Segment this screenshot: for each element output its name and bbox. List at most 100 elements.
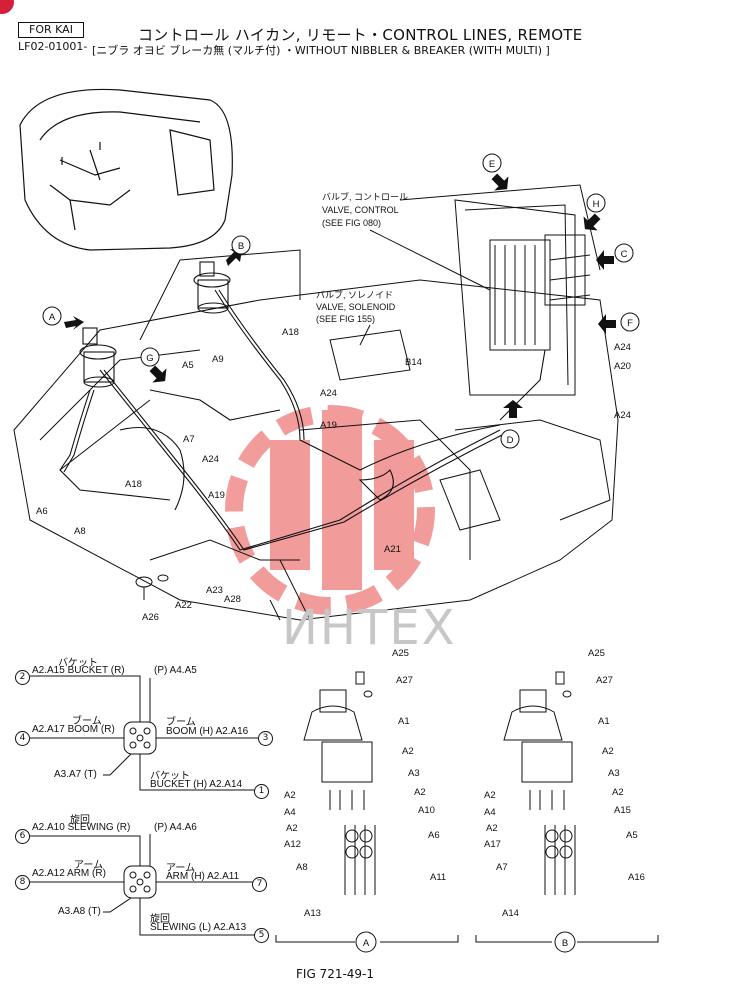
valve-solenoid-ref: (SEE FIG 155)	[316, 314, 375, 324]
svg-text:A6: A6	[428, 830, 440, 841]
pattern2-p6-jp: 旋回	[70, 815, 90, 826]
joystick-left	[79, 327, 117, 388]
detail-label-a: A	[363, 938, 370, 949]
leader-valve-control	[369, 229, 491, 291]
svg-text:C: C	[621, 249, 628, 260]
view-markers: A B G E H C F D	[42, 153, 640, 449]
svg-text:F: F	[627, 318, 633, 329]
svg-text:A2: A2	[612, 787, 624, 798]
svg-text:A25: A25	[392, 648, 409, 659]
label-a24d: A24	[614, 410, 631, 421]
pattern2-connector	[30, 834, 258, 936]
svg-text:A13: A13	[304, 908, 321, 919]
bolt-washer	[135, 574, 169, 600]
svg-text:A27: A27	[396, 675, 413, 686]
svg-text:A: A	[49, 312, 56, 323]
valve-control-en: VALVE, CONTROL	[322, 205, 399, 215]
pattern2-num-6: 6	[15, 829, 30, 844]
label-a8: A8	[74, 526, 86, 537]
control-valve	[489, 234, 591, 351]
view-marker-c: C	[614, 243, 634, 263]
pattern1-pilot: (P) A4.A5	[154, 665, 197, 676]
pattern1-num-4: 4	[15, 731, 30, 746]
svg-text:A2: A2	[402, 746, 414, 757]
label-a7: A7	[183, 434, 195, 445]
label-a6: A6	[36, 506, 48, 517]
svg-text:G: G	[146, 353, 153, 364]
pattern2-p8-jp: アーム	[74, 860, 104, 871]
label-a23: A23	[206, 585, 223, 596]
view-marker-d: D	[500, 429, 520, 449]
svg-text:A12: A12	[284, 839, 301, 850]
svg-text:A7: A7	[496, 862, 508, 873]
svg-text:A3: A3	[608, 768, 620, 779]
svg-text:A16: A16	[628, 872, 645, 883]
view-marker-b: B	[231, 235, 251, 255]
label-a26: A26	[142, 612, 159, 623]
label-a18b: A18	[125, 479, 142, 490]
pattern2-num-8: 8	[15, 875, 30, 890]
detail-label-b: B	[562, 938, 568, 949]
detail-view-b	[475, 671, 659, 943]
view-marker-f: F	[620, 312, 640, 332]
svg-text:A5: A5	[626, 830, 638, 841]
valve-solenoid-jp: バルブ, ソレノイド	[316, 289, 393, 300]
hose-bundles	[59, 289, 546, 551]
pattern1-p3-jp: ブーム	[166, 717, 196, 728]
svg-text:A4: A4	[284, 807, 296, 818]
svg-text:A10: A10	[418, 805, 435, 816]
svg-text:A8: A8	[296, 862, 308, 873]
svg-text:B: B	[238, 241, 244, 252]
label-a20: A20	[614, 361, 631, 372]
svg-text:E: E	[489, 159, 495, 170]
detail-view-a	[275, 671, 459, 943]
view-marker-a: A	[42, 306, 62, 326]
label-a21: A21	[384, 544, 401, 555]
svg-text:A1: A1	[598, 716, 610, 727]
pattern2-p6: A2.A10 SLEWING (R)	[32, 822, 131, 833]
for-label: FOR KAI	[18, 22, 84, 38]
svg-text:A2: A2	[602, 746, 614, 757]
pattern2-p5-jp: 旋回	[150, 914, 170, 925]
joystick-right	[193, 261, 231, 314]
svg-text:A15: A15	[614, 805, 631, 816]
page-title: コントロール ハイカン, リモート・CONTROL LINES, REMOTE	[138, 26, 583, 44]
label-a9: A9	[212, 354, 224, 365]
leader-valve-solenoid	[359, 324, 371, 346]
label-b14: B14	[405, 357, 422, 368]
pattern1-connector	[30, 675, 258, 791]
svg-text:A3: A3	[408, 768, 420, 779]
label-a18: A18	[282, 327, 299, 338]
view-marker-e: E	[482, 153, 502, 173]
svg-text:A11: A11	[430, 872, 446, 883]
view-marker-g: G	[140, 347, 160, 367]
pattern1-p1: BUCKET (H) A2.A14	[150, 779, 243, 790]
pattern1-num-2: 2	[15, 670, 30, 685]
watermark: ИНТЕХ	[282, 600, 457, 656]
label-a19b: A19	[208, 490, 225, 501]
label-a5: A5	[182, 360, 194, 371]
valve-solenoid-en: VALVE, SOLENOID	[316, 302, 396, 312]
label-a24b: A24	[202, 454, 219, 465]
svg-text:A27: A27	[596, 675, 613, 686]
detail-labels: A B A25 A27 A1 A2 A3 A2 A10 A6 A11 A13 A…	[284, 648, 645, 953]
document-code: LF02-01001-	[18, 40, 88, 53]
label-a19: A19	[320, 420, 337, 431]
pattern1-p4: A2.A17 BOOM (R)	[32, 724, 115, 735]
watermark-logo	[225, 405, 435, 615]
label-a28: A28	[224, 594, 241, 605]
view-arrows	[64, 173, 616, 418]
valve-control-jp: バルブ, コントロール	[322, 191, 408, 202]
machine-frame	[13, 184, 619, 621]
pattern1-num-1: 1	[254, 784, 269, 799]
svg-text:A17: A17	[484, 839, 501, 850]
pattern2-pilot: (P) A4.A6	[154, 822, 197, 833]
label-a24: A24	[320, 388, 337, 399]
pattern1-p4-jp: ブーム	[72, 716, 102, 727]
pattern1-p2-jp: バケット	[58, 658, 98, 669]
svg-text:A1: A1	[398, 716, 410, 727]
pattern1-p1-jp: バケット	[150, 771, 190, 782]
svg-text:A2: A2	[414, 787, 426, 798]
cab-illustration	[19, 88, 233, 251]
figure-number: FIG 721-49-1	[296, 967, 375, 981]
